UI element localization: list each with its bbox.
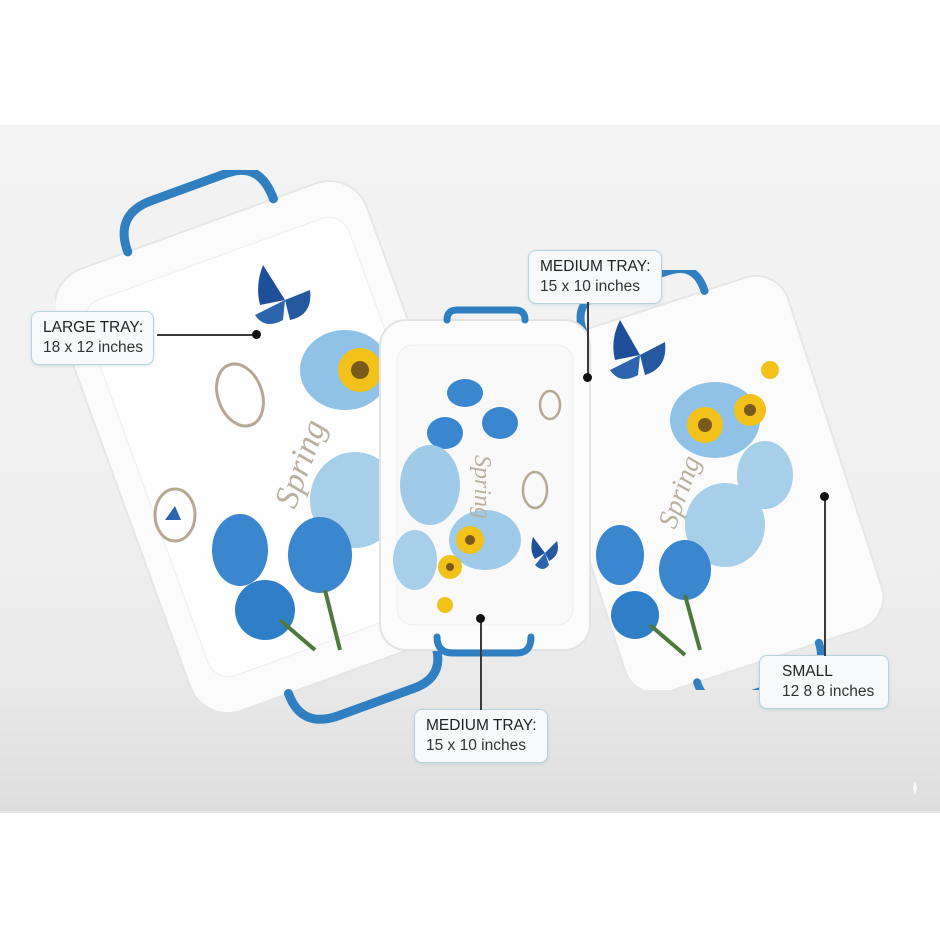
callout-small-tray: SMALL 12 8 8 inches <box>759 655 890 709</box>
sparkle-icon <box>913 781 917 795</box>
connector-line <box>587 302 589 376</box>
callout-title: LARGE TRAY: <box>43 319 144 336</box>
medium-tray: Spring <box>379 306 591 657</box>
connector-line <box>157 334 257 336</box>
callout-large-tray: LARGE TRAY: 18 x 12 inches <box>31 311 155 365</box>
connector-dot <box>476 614 485 623</box>
connector-line <box>824 498 826 656</box>
connector-dot <box>252 330 261 339</box>
callout-size: 15 x 10 inches <box>426 737 526 754</box>
butterfly-icon <box>255 265 311 324</box>
connector-line <box>480 619 482 710</box>
connector-dot <box>820 492 829 501</box>
callout-size: 18 x 12 inches <box>43 339 143 356</box>
connector-dot <box>583 373 592 382</box>
callout-size: 15 x 10 inches <box>540 278 640 295</box>
callout-size: 12 8 8 inches <box>782 683 875 700</box>
callout-title: SMALL <box>782 663 833 680</box>
handle-icon <box>119 170 278 257</box>
butterfly-icon <box>531 537 558 569</box>
callout-title: MEDIUM TRAY: <box>540 258 651 275</box>
callout-title: MEDIUM TRAY: <box>426 717 537 734</box>
svg-text:Spring: Spring <box>469 455 495 519</box>
callout-medium-tray-top: MEDIUM TRAY: 15 x 10 inches <box>528 250 662 304</box>
butterfly-icon <box>610 320 666 379</box>
callout-medium-tray-bottom: MEDIUM TRAY: 15 x 10 inches <box>414 709 548 763</box>
